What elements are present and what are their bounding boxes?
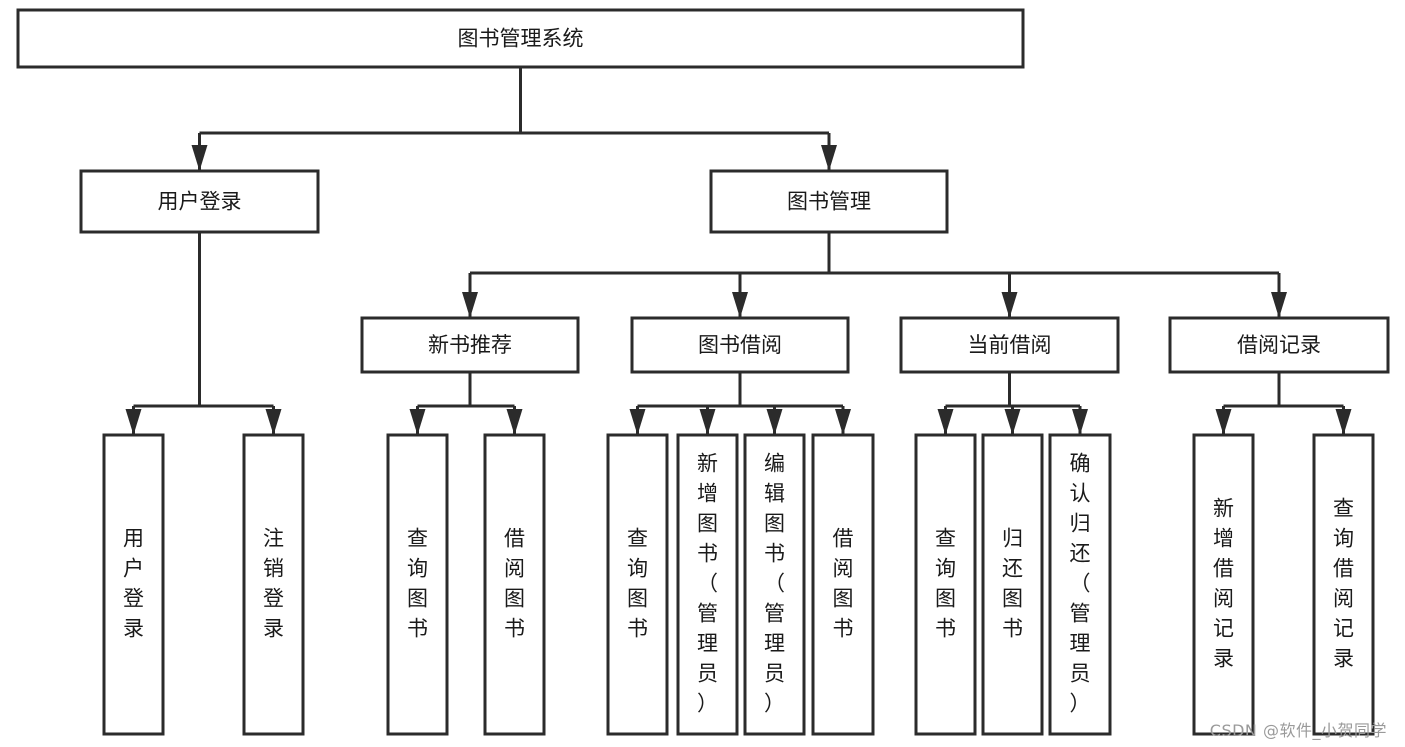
node-box[interactable] [606, 433, 669, 736]
node-box[interactable] [1192, 433, 1255, 736]
node-borrow-record[interactable]: 借阅记录 [1168, 316, 1390, 374]
node-label: 查询图书 [407, 527, 428, 641]
node-label: 归还图书 [1002, 527, 1023, 641]
arrow-head-icon [766, 409, 783, 435]
connectors-layer [125, 67, 1352, 435]
node-label: 用户登录 [158, 190, 242, 214]
node-box[interactable] [709, 169, 949, 234]
node-label: 确认归还（管理员） [1070, 452, 1091, 716]
node-box[interactable] [360, 316, 580, 374]
node-leaf-return-book[interactable]: 归还图书 [981, 433, 1044, 736]
arrow-head-icon [732, 292, 748, 318]
arrow-head-icon [937, 409, 954, 435]
node-label: 查询借阅记录 [1333, 497, 1354, 671]
arrow-head-icon [629, 409, 646, 435]
node-root[interactable]: 图书管理系统 [16, 8, 1025, 69]
node-box[interactable] [102, 433, 165, 736]
arrow-head-icon [125, 409, 142, 435]
node-label: 新书推荐 [428, 333, 512, 357]
node-label: 新增图书（管理员） [697, 452, 718, 716]
node-box[interactable] [811, 433, 875, 736]
node-label: 用户登录 [123, 527, 144, 641]
node-label: 图书管理系统 [458, 27, 584, 51]
arrow-head-icon [462, 292, 478, 318]
node-label: 借阅图书 [504, 527, 525, 641]
node-book-borrow[interactable]: 图书借阅 [630, 316, 850, 374]
node-leaf-add-book[interactable]: 新增图书（管理员） [676, 433, 739, 736]
node-user-login[interactable]: 用户登录 [79, 169, 320, 234]
node-current-borrow[interactable]: 当前借阅 [899, 316, 1120, 374]
arrow-head-icon [1271, 292, 1287, 318]
node-leaf-logout[interactable]: 注销登录 [242, 433, 305, 736]
node-label: 借阅图书 [833, 527, 854, 641]
node-box[interactable] [630, 316, 850, 374]
node-box[interactable] [1312, 433, 1375, 736]
node-book-manage[interactable]: 图书管理 [709, 169, 949, 234]
node-box[interactable] [899, 316, 1120, 374]
arrow-head-icon [409, 409, 426, 435]
node-label: 当前借阅 [968, 333, 1052, 357]
node-box[interactable] [242, 433, 305, 736]
arrow-head-icon [506, 409, 523, 435]
arrow-head-icon [821, 145, 837, 171]
node-new-book-rec[interactable]: 新书推荐 [360, 316, 580, 374]
arrow-head-icon [699, 409, 716, 435]
node-box[interactable] [79, 169, 320, 234]
node-leaf-edit-book[interactable]: 编辑图书（管理员） [743, 433, 806, 736]
node-label: 注销登录 [263, 527, 284, 641]
node-box[interactable] [1048, 433, 1112, 736]
node-label: 查询图书 [627, 527, 648, 641]
arrow-head-icon [1004, 409, 1021, 435]
node-box[interactable] [981, 433, 1044, 736]
arrow-head-icon [1335, 409, 1352, 435]
node-label: 借阅记录 [1237, 333, 1321, 357]
node-leaf-query-book-rec[interactable]: 查询图书 [386, 433, 449, 736]
node-box[interactable] [743, 433, 806, 736]
node-leaf-query-record[interactable]: 查询借阅记录 [1312, 433, 1375, 736]
arrow-head-icon [1215, 409, 1232, 435]
node-leaf-user-login[interactable]: 用户登录 [102, 433, 165, 736]
arrow-head-icon [835, 409, 851, 435]
arrow-head-icon [191, 145, 208, 171]
node-leaf-query-book-cur[interactable]: 查询图书 [914, 433, 977, 736]
node-box[interactable] [483, 433, 546, 736]
node-leaf-confirm-return[interactable]: 确认归还（管理员） [1048, 433, 1112, 736]
nodes-layer: 图书管理系统用户登录图书管理新书推荐图书借阅当前借阅借阅记录用户登录注销登录查询… [16, 8, 1390, 736]
node-leaf-query-book-borrow[interactable]: 查询图书 [606, 433, 669, 736]
node-label: 新增借阅记录 [1213, 497, 1234, 671]
node-label: 图书借阅 [698, 333, 782, 357]
arrow-head-icon [1001, 292, 1018, 318]
node-box[interactable] [16, 8, 1025, 69]
node-box[interactable] [914, 433, 977, 736]
node-leaf-borrow-book-rec[interactable]: 借阅图书 [483, 433, 546, 736]
csdn-watermark: CSDN @软件_小贺同学 [1209, 721, 1387, 740]
node-label: 查询图书 [935, 527, 956, 641]
node-leaf-borrow-book[interactable]: 借阅图书 [811, 433, 875, 736]
arrow-head-icon [1072, 409, 1088, 435]
node-box[interactable] [1168, 316, 1390, 374]
node-label: 编辑图书（管理员） [764, 452, 785, 716]
node-box[interactable] [386, 433, 449, 736]
arrow-head-icon [265, 409, 282, 435]
node-leaf-add-record[interactable]: 新增借阅记录 [1192, 433, 1255, 736]
node-label: 图书管理 [787, 190, 871, 214]
node-box[interactable] [676, 433, 739, 736]
